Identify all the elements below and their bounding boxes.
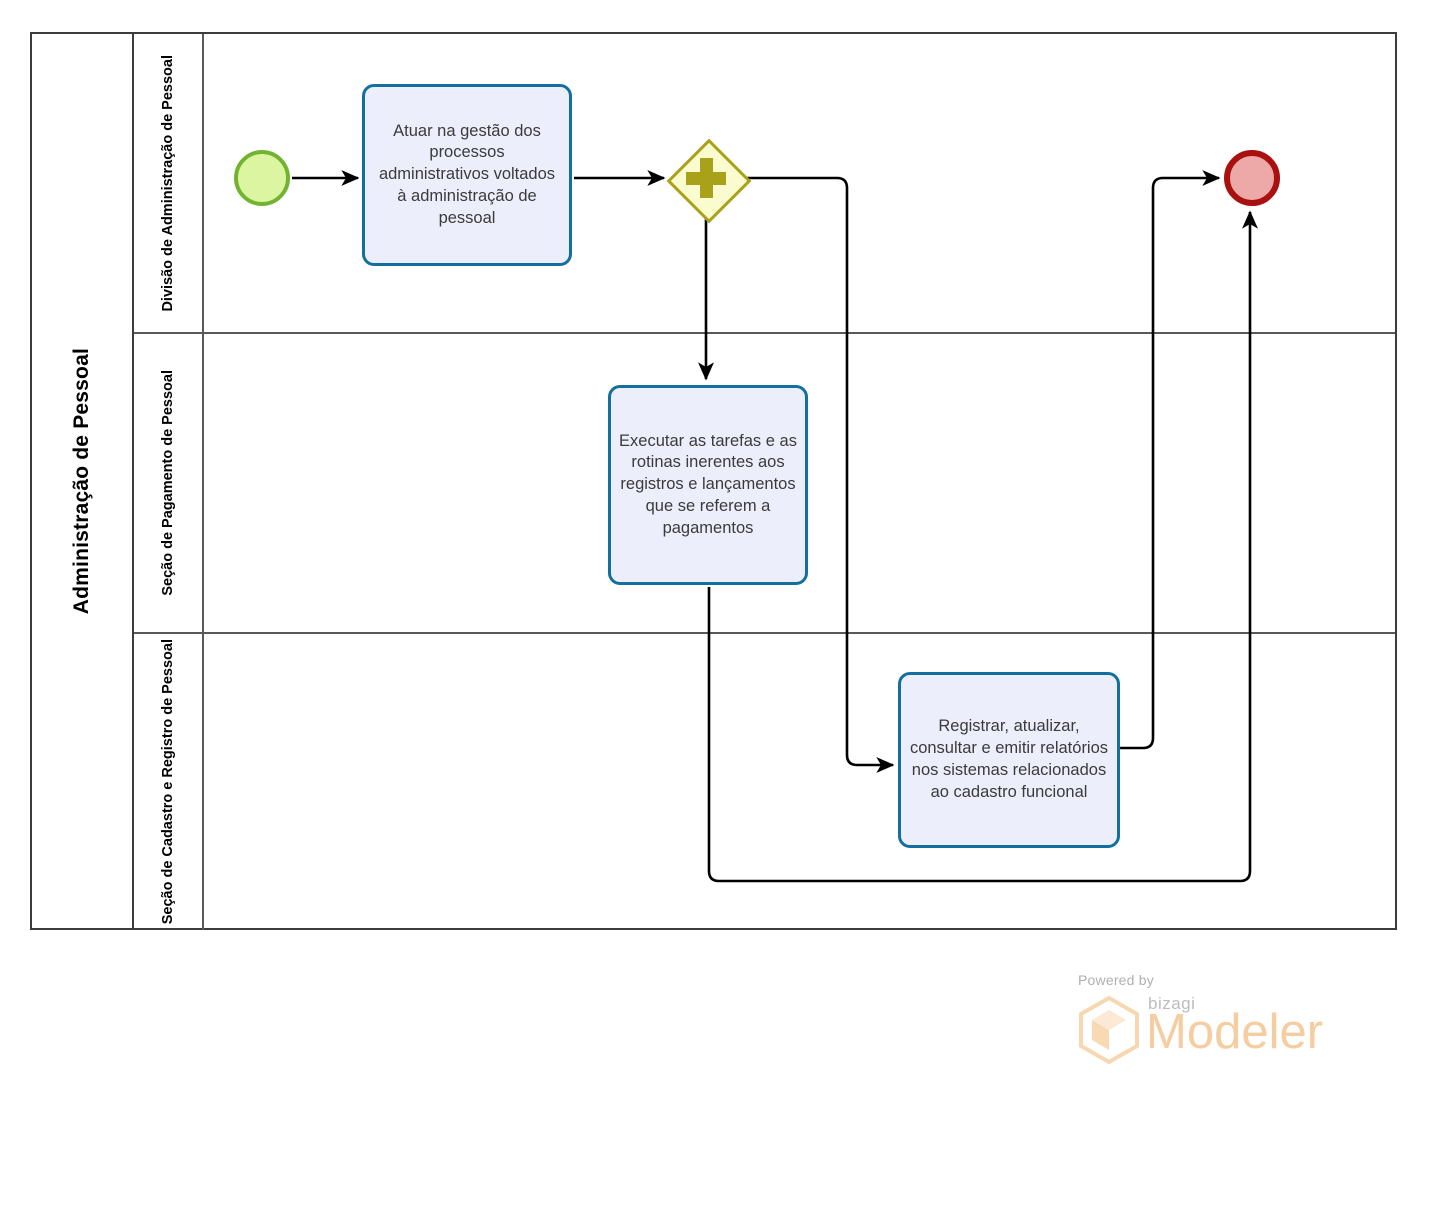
- lane-label-3: Seção de Cadastro e Registro de Pessoal: [159, 639, 176, 925]
- task-executar-as-tarefas[interactable]: Executar as tarefas e as rotinas inerent…: [608, 385, 808, 585]
- task-atuar-na-gestao[interactable]: Atuar na gestão dos processos administra…: [362, 84, 572, 266]
- gateway-plus-icon-vertical: [699, 158, 713, 198]
- task-registrar-atualizar[interactable]: Registrar, atualizar, consultar e emitir…: [898, 672, 1120, 848]
- pool-title-label: Administração de Pessoal: [70, 347, 93, 615]
- powered-by-label: Powered by: [1078, 972, 1154, 988]
- lane-title-3: Seção de Cadastro e Registro de Pessoal: [134, 634, 204, 930]
- lane-title-2: Seção de Pagamento de Pessoal: [134, 334, 204, 632]
- lane-secao-de-cadastro-e-registro-de-pessoal[interactable]: Seção de Cadastro e Registro de Pessoal: [134, 632, 1395, 930]
- bizagi-brand-label: bizagi: [1148, 994, 1196, 1013]
- bizagi-product-label: Modeler: [1146, 1005, 1324, 1059]
- pool-title: Administração de Pessoal: [32, 34, 134, 928]
- bizagi-watermark: Powered by bizagi Modeler: [1070, 972, 1340, 1072]
- lane-divisao-de-administracao-de-pessoal[interactable]: Divisão de Administração de Pessoal: [134, 34, 1395, 332]
- parallel-gateway[interactable]: [666, 138, 752, 224]
- start-event[interactable]: [234, 150, 290, 206]
- lane-label-2: Seção de Pagamento de Pessoal: [159, 370, 176, 596]
- lane-title-1: Divisão de Administração de Pessoal: [134, 34, 204, 332]
- bizagi-hexagon-icon: [1078, 995, 1140, 1065]
- end-event[interactable]: [1224, 150, 1280, 206]
- lane-label-1: Divisão de Administração de Pessoal: [159, 54, 176, 312]
